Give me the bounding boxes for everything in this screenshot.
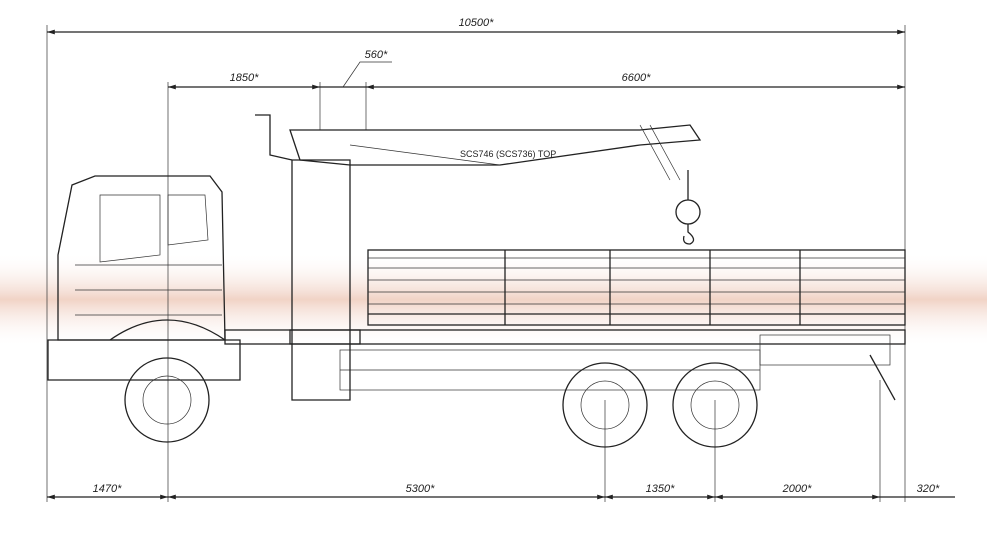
truck-cab — [47, 175, 241, 381]
dim-front-overhang: 1470* — [93, 483, 122, 495]
dim-rear-tail: 320* — [917, 483, 940, 495]
rear-wheel-2 — [672, 362, 758, 448]
dim-crane-width: 560* — [365, 49, 388, 61]
dim-tandem-spacing: 1350* — [646, 483, 675, 495]
cargo-body — [367, 249, 906, 326]
wheels — [124, 357, 758, 448]
dim-cab-to-crane: 1850* — [230, 72, 259, 84]
dim-body-length: 6600* — [622, 72, 651, 84]
chassis-frame — [224, 329, 906, 401]
crane-model-label: SCS746 (SCS736) TOP — [460, 149, 556, 159]
dim-rear-overhang: 2000* — [782, 483, 812, 495]
bottom-dimensions: 1470* 5300* 1350* 2000* 320* — [47, 483, 955, 500]
watermark-band — [0, 252, 987, 347]
dim-overall-length: 10500* — [459, 17, 495, 29]
dim-wheelbase: 5300* — [406, 483, 435, 495]
hook-block — [675, 199, 701, 225]
crane — [255, 114, 702, 401]
rear-wheel-1 — [562, 362, 648, 448]
top-dimensions: 10500* 1850* 560* 6600* — [47, 17, 905, 90]
front-wheel — [124, 357, 210, 443]
